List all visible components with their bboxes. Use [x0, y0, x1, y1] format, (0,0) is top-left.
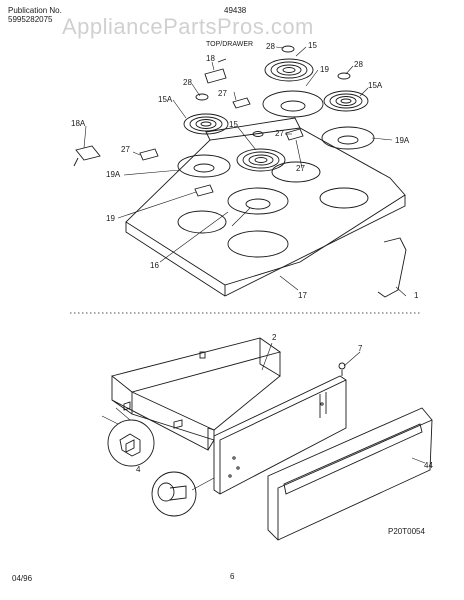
watermark: AppliancePartsPros.com	[62, 14, 314, 39]
callout-label: 19	[320, 65, 329, 74]
callout-label: 16	[150, 261, 159, 270]
element-caps	[195, 45, 351, 137]
callout-label: 18	[206, 54, 215, 63]
model-number: 49438	[224, 6, 247, 15]
cooktop-openings	[177, 161, 369, 258]
support-rod	[377, 237, 407, 298]
drip-bowls	[177, 90, 375, 215]
callout-label: 27	[121, 145, 130, 154]
drawer-inner-panel	[213, 362, 347, 495]
callout-label: 7	[358, 344, 363, 353]
callout-label: 28	[354, 60, 363, 69]
callout-label: 4	[136, 465, 141, 474]
callout-label: 27	[275, 129, 284, 138]
callout-label: 28	[266, 42, 275, 51]
section-title: TOP/DRAWER	[206, 41, 254, 48]
footer-date: 04/96	[12, 574, 33, 583]
publication-label: Publication No.	[8, 6, 62, 15]
callout-label: 15A	[158, 95, 173, 104]
surface-elements	[183, 58, 369, 172]
drawer-front	[267, 407, 433, 541]
callout-label: 19A	[395, 136, 410, 145]
callout-label: 28	[183, 78, 192, 87]
callout-label: 19	[106, 214, 115, 223]
drawer-roller-callout	[151, 471, 215, 517]
callout-label: 15	[229, 120, 238, 129]
diagram-code: P20T0054	[388, 527, 425, 536]
callout-label: 18A	[71, 119, 86, 128]
callout-label: 27	[218, 89, 227, 98]
drawer-body	[111, 337, 282, 451]
callout-label: 44	[424, 461, 433, 470]
callout-label: 17	[298, 291, 307, 300]
publication-number: 5995282075	[8, 15, 53, 24]
callout-label: 27	[296, 164, 305, 173]
callout-label: 2	[272, 333, 277, 342]
callout-label: 19A	[106, 170, 121, 179]
bracket-18a	[75, 145, 101, 161]
callout-label: 15	[308, 41, 317, 50]
cooktop-panel	[125, 117, 406, 297]
receptacles	[139, 58, 304, 197]
callout-numbers: 28 15 18 19 28 28 15A 27 15A 18A 27 15 1…	[71, 41, 433, 474]
footer-page: 6	[230, 572, 235, 581]
drawer-glide-callout	[101, 407, 155, 467]
callout-label: 15A	[368, 81, 383, 90]
callout-label: 1	[414, 291, 419, 300]
